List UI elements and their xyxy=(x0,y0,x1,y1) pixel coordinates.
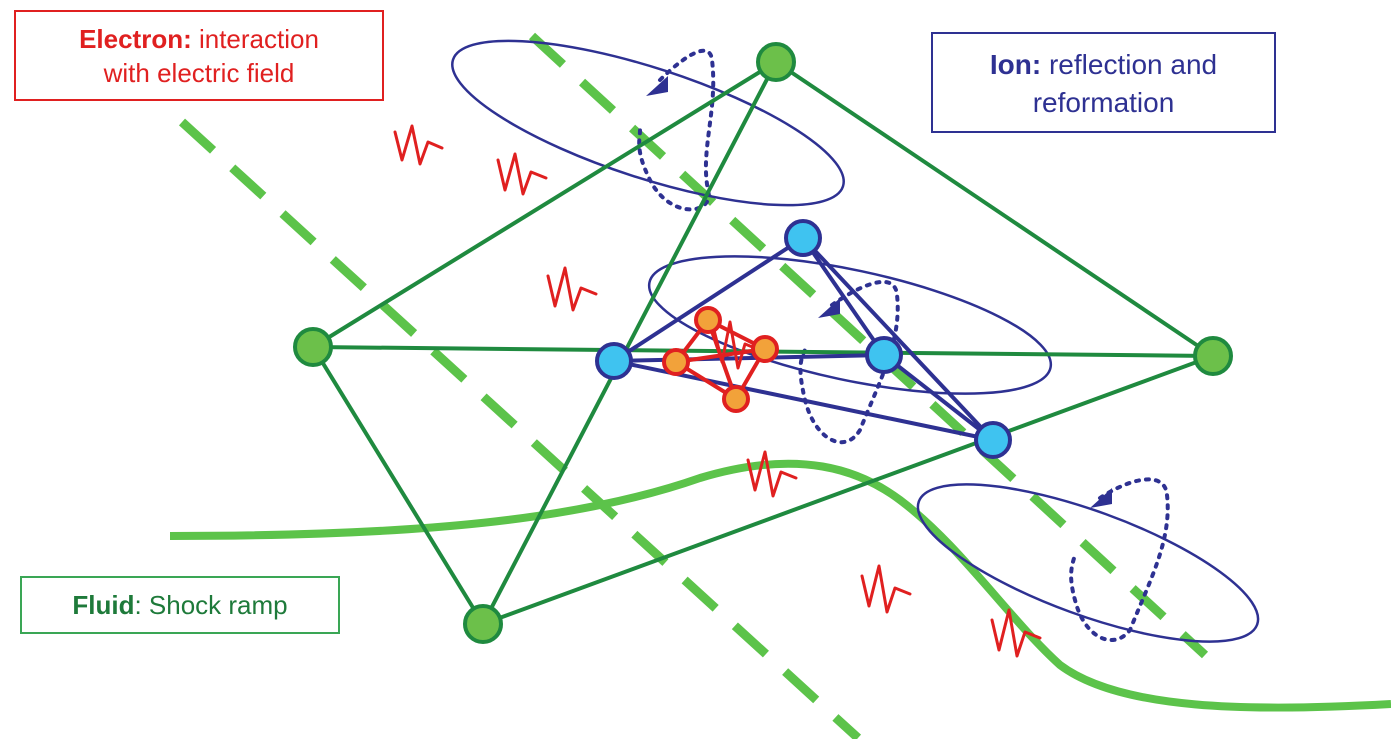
ion-orbit-middle xyxy=(647,255,1053,395)
electron-wave-icon xyxy=(990,608,1042,658)
electron-wave-icon xyxy=(860,564,912,614)
electron-node-top xyxy=(694,306,722,334)
ion-reflection-path-middle xyxy=(798,279,900,445)
shock-front-line-right xyxy=(528,32,1209,659)
fluid-edge xyxy=(311,345,485,626)
ion-arrowhead-bottom xyxy=(1090,488,1112,508)
fluid-edge xyxy=(311,60,778,349)
ion-orbit-top xyxy=(451,39,845,207)
electron-node-left xyxy=(662,348,690,376)
ion-node-bottom xyxy=(974,421,1012,459)
electron-label-box: Electron: interaction with electric fiel… xyxy=(14,10,384,101)
fluid-edge xyxy=(774,60,1215,358)
electron-wave-icon xyxy=(393,124,444,166)
shock-ramp-curve xyxy=(169,459,1391,712)
ion-label-title: Ion: xyxy=(989,49,1042,80)
fluid-node-left xyxy=(293,327,333,367)
ion-label-line2: reformation xyxy=(1032,87,1175,118)
ion-node-top xyxy=(784,219,822,257)
electron-label-line2: with electric field xyxy=(103,58,295,88)
ion-arrowheads xyxy=(646,76,1112,508)
ion-orbit-bottom xyxy=(916,483,1260,643)
electron-wave-icon xyxy=(746,450,798,498)
electron-wave-icon xyxy=(496,152,548,196)
electron-label-title: Electron: xyxy=(79,24,192,54)
ion-label-line1: Ion: reflection and xyxy=(933,46,1274,84)
fluid-label-title: Fluid xyxy=(72,590,135,620)
ion-label-box: Ion: reflection and reformation xyxy=(931,32,1276,133)
ion-arrowhead-middle xyxy=(818,298,840,318)
electron-nodes xyxy=(662,306,779,413)
fluid-node-right xyxy=(1193,336,1233,376)
electron-label-text1: interaction xyxy=(191,24,319,54)
electron-wave-icon xyxy=(712,320,762,370)
ion-reflection-path-bottom xyxy=(1069,477,1170,642)
ion-edge xyxy=(801,236,995,442)
ion-nodes xyxy=(595,219,1012,459)
fluid-nodes xyxy=(293,42,1233,644)
electron-node-bottom xyxy=(722,385,750,413)
ion-edge xyxy=(613,353,885,363)
ion-node-left xyxy=(595,342,633,380)
electron-wave-icon xyxy=(546,266,598,312)
fluid-edge xyxy=(481,61,778,625)
ion-edge xyxy=(801,236,886,357)
electron-node-right xyxy=(751,335,779,363)
ion-arrowhead-top xyxy=(646,76,668,96)
ion-reflection-paths xyxy=(637,48,1170,642)
fluid-node-top xyxy=(756,42,796,82)
fluid-node-bottom xyxy=(463,604,503,644)
fluid-edge xyxy=(482,354,1214,626)
fluid-label-text: : Shock ramp xyxy=(134,590,288,620)
electron-label-line1: Electron: interaction xyxy=(16,22,382,56)
ion-label-text1: reflection and xyxy=(1041,49,1218,80)
ion-edge xyxy=(882,353,995,442)
electron-waves xyxy=(393,124,1042,658)
fluid-label-box: Fluid: Shock ramp xyxy=(20,576,340,634)
ion-edge xyxy=(612,236,805,363)
ion-node-right xyxy=(865,336,903,374)
ion-orbits xyxy=(451,39,1260,643)
ion-reflection-path-top xyxy=(637,48,716,212)
shock-front-dashed-lines xyxy=(178,32,1209,739)
shock-front-line-left xyxy=(178,118,862,739)
